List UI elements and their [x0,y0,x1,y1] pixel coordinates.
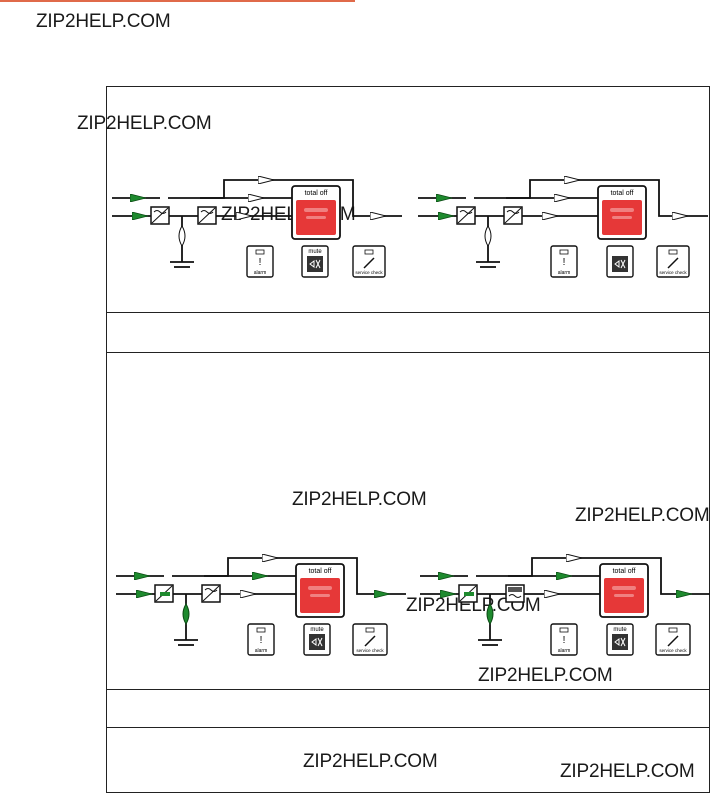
alarm-label: alarm [255,648,268,654]
row-divider [106,727,710,728]
flow-arrow-icon [248,194,264,202]
flow-arrow-icon [436,194,452,202]
service-check-button: service check [352,245,386,278]
flow-arrow-icon [556,572,572,580]
service-check-button: service check [655,623,691,656]
watermark-text: ZIP2HELP.COM [560,761,695,782]
inverter-icon [503,206,523,225]
flow-arrow-icon [374,590,390,598]
flow-arrow-icon [438,212,454,220]
watermark-text: ZIP2HELP.COM [478,665,613,686]
flow-arrow-icon [370,212,386,220]
header-rule [0,0,355,2]
flow-arrow-icon [564,176,580,184]
inverter-icon [505,584,525,603]
service-check-button: service check [656,245,690,278]
flow-arrow-icon [236,212,252,220]
rectifier-icon [458,584,478,603]
rectifier-icon [154,584,174,603]
mute-button: mute [303,623,331,656]
svg-text:!: ! [563,257,566,268]
total-off-button: total off [599,563,649,618]
alarm-label: alarm [558,648,571,654]
flow-arrow-icon [676,590,692,598]
row-divider [106,689,710,690]
flow-arrow-icon [440,590,456,598]
flow-arrow-icon [542,212,558,220]
service-check-label: service check [659,648,687,653]
service-check-label: service check [659,270,687,275]
flow-arrow-icon [258,176,274,184]
flow-arrow-icon [672,212,688,220]
flow-arrow-icon [554,194,570,202]
flow-arrow-icon [130,194,146,202]
total-off-button: total off [597,185,647,240]
service-check-label: service check [356,648,384,653]
mute-label: mute [308,249,322,255]
total-off-label: total off [613,568,636,575]
ups-diagram-2: total off ! alarm service check [418,176,708,278]
mute-label: mute [310,627,324,633]
watermark-text: ZIP2HELP.COM [292,489,427,510]
row-divider [106,352,710,353]
flow-arrow-icon [136,590,152,598]
ups-diagram-4: total off ! alarm mute service check [420,554,710,656]
mute-button: mute [606,623,634,656]
alarm-button: ! alarm [246,245,274,278]
alarm-button: ! alarm [550,245,578,278]
watermark-text: ZIP2HELP.COM [77,113,212,134]
svg-text:!: ! [563,635,566,646]
watermark-text: ZIP2HELP.COM [36,11,171,32]
flow-arrow-icon [262,554,278,562]
inverter-icon [201,584,221,603]
ups-diagram-3: total off ! alarm mute service check [116,554,406,656]
row-divider [106,312,710,313]
mute-button [606,245,634,278]
mute-button: mute [301,245,329,278]
total-off-label: total off [305,190,328,197]
alarm-button: ! alarm [550,623,578,656]
flow-arrow-icon [544,590,560,598]
watermark-text: ZIP2HELP.COM [303,751,438,772]
total-off-label: total off [611,190,634,197]
flow-arrow-icon [438,572,454,580]
total-off-button: total off [291,185,341,240]
service-check-label: service check [355,270,383,275]
mute-label: mute [613,627,627,633]
alarm-label: alarm [558,270,571,276]
flow-arrow-icon [252,572,268,580]
ups-diagram-1: total off ! alarm mute service check [112,176,402,278]
rectifier-icon [150,206,170,225]
svg-text:!: ! [260,635,263,646]
flow-arrow-icon [132,212,148,220]
flow-arrow-icon [240,590,256,598]
inverter-icon [197,206,217,225]
flow-arrow-icon [566,554,582,562]
total-off-button: total off [295,563,345,618]
rectifier-icon [456,206,476,225]
alarm-button: ! alarm [247,623,275,656]
service-check-button: service check [352,623,388,656]
watermark-text: ZIP2HELP.COM [575,505,710,526]
flow-arrow-icon [134,572,150,580]
svg-text:!: ! [259,257,262,268]
alarm-label: alarm [254,270,267,276]
total-off-label: total off [309,568,332,575]
